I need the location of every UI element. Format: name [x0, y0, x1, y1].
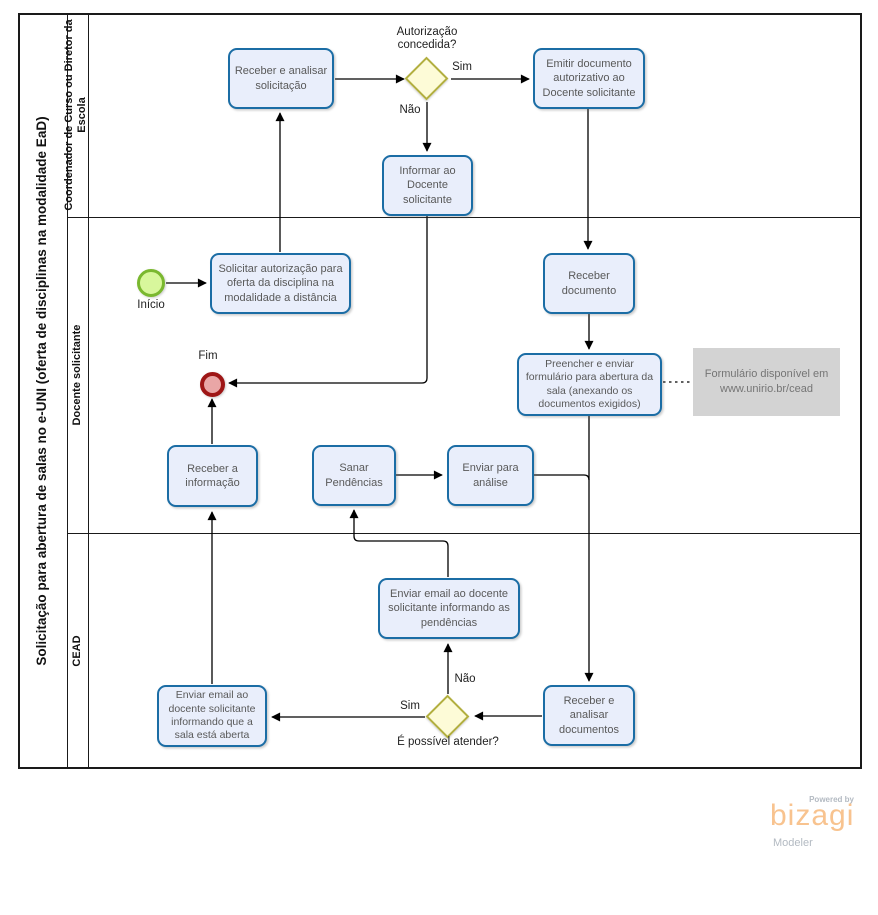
powered-by-label: Powered by: [809, 795, 854, 804]
lane-divider-2: [67, 533, 862, 534]
gateway-atender-question: É possível atender?: [397, 736, 499, 748]
lane-docente-label: Docente solicitante: [71, 324, 83, 426]
task-receber-analisar-documentos[interactable]: Receber e analisar documentos: [543, 685, 635, 746]
start-event-label: Início: [137, 299, 165, 311]
lane-coordenador-label: Coordenador de Curso ou Diretor da Escol…: [63, 19, 88, 211]
task-enviar-para-analise[interactable]: Enviar para análise: [447, 445, 534, 506]
modeler-label: Modeler: [773, 837, 813, 849]
task-email-sala-aberta[interactable]: Enviar email ao docente solicitante info…: [157, 685, 267, 747]
task-preencher-enviar-formulario[interactable]: Preencher e enviar formulário para abert…: [517, 353, 662, 416]
start-event[interactable]: [137, 269, 165, 297]
task-receber-analisar-solicitacao[interactable]: Receber e analisar solicitação: [228, 48, 334, 109]
lane-band-divider: [88, 13, 89, 769]
task-solicitar-autorizacao[interactable]: Solicitar autorização para oferta da dis…: [210, 253, 351, 314]
end-event-label: Fim: [198, 350, 218, 362]
edge-label-nao-autorizacao: Não: [399, 104, 421, 116]
bizagi-wordmark: bizagi: [770, 799, 855, 832]
task-sanar-pendencias[interactable]: Sanar Pendências: [312, 445, 396, 506]
edge-label-sim-autorizacao: Sim: [452, 61, 472, 73]
annotation-formulario-disponivel[interactable]: Formulário disponível em www.unirio.br/c…: [693, 348, 840, 416]
bizagi-logo: Powered by bizagi Modeler: [758, 793, 858, 855]
pool-title-divider: [67, 13, 68, 769]
end-event[interactable]: [200, 372, 225, 397]
lane-divider-1: [67, 217, 862, 218]
edge-label-nao-atender: Não: [454, 673, 476, 685]
pool-title: Solicitação para abertura de salas no e-…: [34, 116, 49, 666]
task-receber-documento[interactable]: Receber documento: [543, 253, 635, 314]
lane-cead-label: CEAD: [71, 635, 83, 667]
task-informar-docente-solicitante[interactable]: Informar ao Docente solicitante: [382, 155, 473, 216]
gateway-autorizacao-question: Autorização concedida?: [396, 26, 458, 51]
pool-border: [18, 13, 862, 769]
task-email-pendencias[interactable]: Enviar email ao docente solicitante info…: [378, 578, 520, 639]
task-emitir-documento-autorizativo[interactable]: Emitir documento autorizativo ao Docente…: [533, 48, 645, 109]
edge-label-sim-atender: Sim: [400, 700, 420, 712]
task-receber-informacao[interactable]: Receber a informação: [167, 445, 258, 507]
